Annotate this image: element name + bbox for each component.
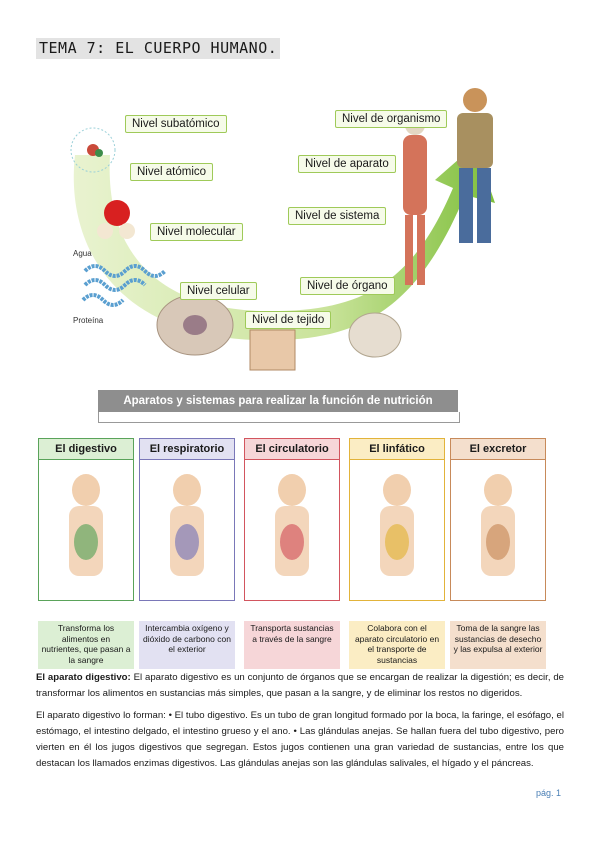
level-apparatus: Nivel de aparato — [298, 155, 396, 173]
level-atomic: Nivel atómico — [130, 163, 214, 181]
level-subatomic: Nivel subatómico — [125, 115, 227, 133]
body-figure-icon — [275, 474, 309, 576]
page-title: Tema 7: El cuerpo humano. — [36, 38, 281, 59]
paragraph-lead: El aparato digestivo: — [36, 672, 131, 683]
body-figure-icon — [69, 474, 103, 576]
body-figure-icon — [170, 474, 204, 576]
level-tissue: Nivel de tejido — [245, 311, 332, 329]
level-cellular: Nivel celular — [180, 282, 257, 300]
body-figure-icon — [481, 474, 515, 576]
system-card-description: Intercambia oxígeno y dióxido de carbono… — [139, 621, 235, 669]
system-body-illustration — [450, 460, 546, 601]
protein-label: Proteína — [73, 316, 104, 325]
person-icon — [463, 88, 487, 112]
organization-levels-diagram: Nivel subatómico Nivel atómico Nivel mol… — [55, 85, 525, 380]
system-card-title: El circulatorio — [244, 438, 340, 460]
system-card-title: El excretor — [450, 438, 546, 460]
system-body-illustration — [38, 460, 134, 601]
skull-icon — [348, 312, 402, 358]
page-number: pág. 1 — [536, 788, 562, 798]
protein-chain-icon — [81, 264, 167, 307]
system-card-title: El linfático — [349, 438, 445, 460]
level-organ: Nivel de órgano — [300, 277, 395, 295]
paragraph-body: El aparato digestivo es un conjunto de ó… — [36, 672, 565, 699]
system-card-description: Transforma los alimentos en nutrientes, … — [38, 621, 134, 669]
level-organism: Nivel de organismo — [335, 110, 448, 128]
system-card-title: El respiratorio — [139, 438, 235, 460]
system-card-description: Toma de la sangre las sustancias de dese… — [450, 621, 546, 669]
systems-connector — [98, 412, 460, 423]
paragraph-digestive-parts: El aparato digestivo lo forman: • El tub… — [36, 710, 564, 769]
systems-title: Aparatos y sistemas para realizar la fun… — [98, 390, 458, 412]
level-molecular: Nivel molecular — [150, 223, 243, 241]
system-body-illustration — [139, 460, 235, 601]
body-figure-icon — [380, 474, 414, 576]
water-molecule-icon — [104, 200, 130, 226]
system-card-description: Colabora con el aparato circulatorio en … — [349, 621, 445, 669]
atom-orbit-icon — [70, 127, 116, 173]
paragraph-digestive-intro: El aparato digestivo: El aparato digesti… — [36, 670, 564, 702]
anatomy-figure-icon — [403, 135, 427, 215]
system-card-title: El digestivo — [38, 438, 134, 460]
level-system: Nivel de sistema — [288, 207, 387, 225]
system-body-illustration — [244, 460, 340, 601]
system-body-illustration — [349, 460, 445, 601]
system-card-description: Transporta sustancias a través de la san… — [244, 621, 340, 669]
tissue-icon — [249, 329, 296, 371]
water-label: Agua — [73, 249, 92, 258]
